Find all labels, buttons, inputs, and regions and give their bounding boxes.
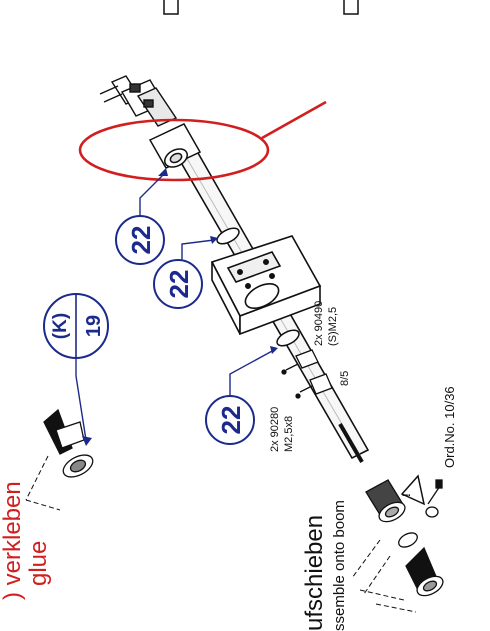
svg-text:19: 19 [83,315,105,337]
ratio-label: 8/5 [339,371,351,386]
knurled-nut [365,479,406,523]
screw-a-qty: 2x 90490 [313,301,325,346]
checkbox-left[interactable] [163,0,179,15]
glue-instruction-de: ) verkleben [0,481,26,600]
assembly-guides-left [25,455,61,511]
assemble-instruction-de: ufschieben [301,515,328,631]
svg-text:22: 22 [126,226,156,255]
assemble-instruction-en: ssemble onto boom [331,500,348,631]
assembly-guides-bottom [351,539,417,613]
callout-k19: (K) 19 [43,293,109,359]
wrench-icon [425,479,443,518]
rod-end [338,422,364,464]
spinner-cone-left [43,408,94,478]
callout-22-bottom: 22 [205,395,255,445]
top-collar [148,123,202,169]
callout-leaders [75,171,275,441]
lower-clamp [281,349,333,399]
screw-b-spec: M2,5x8 [283,416,295,452]
warning-icon: ! [400,474,426,506]
screw-b-qty: 2x 90280 [269,407,281,452]
glue-instruction-en: glue [25,541,52,586]
screw-a-spec: (S)M2,5 [327,307,339,346]
svg-text:22: 22 [216,406,246,435]
callout-22-middle: 22 [153,259,203,309]
callout-22-top: 22 [115,215,165,265]
svg-text:(K): (K) [50,313,71,339]
mounting-block [210,235,322,336]
washer [398,532,418,548]
ring-lower [276,329,300,347]
ring-upper [216,227,240,245]
checkbox-right[interactable] [343,0,359,15]
order-number: Ord.No. 10/36 [442,386,457,468]
spinner-cone-right [405,546,444,597]
highlight-marker [78,100,327,182]
servo-clevis [99,75,178,127]
svg-text:22: 22 [164,270,194,299]
svg-text:!: ! [401,493,413,497]
